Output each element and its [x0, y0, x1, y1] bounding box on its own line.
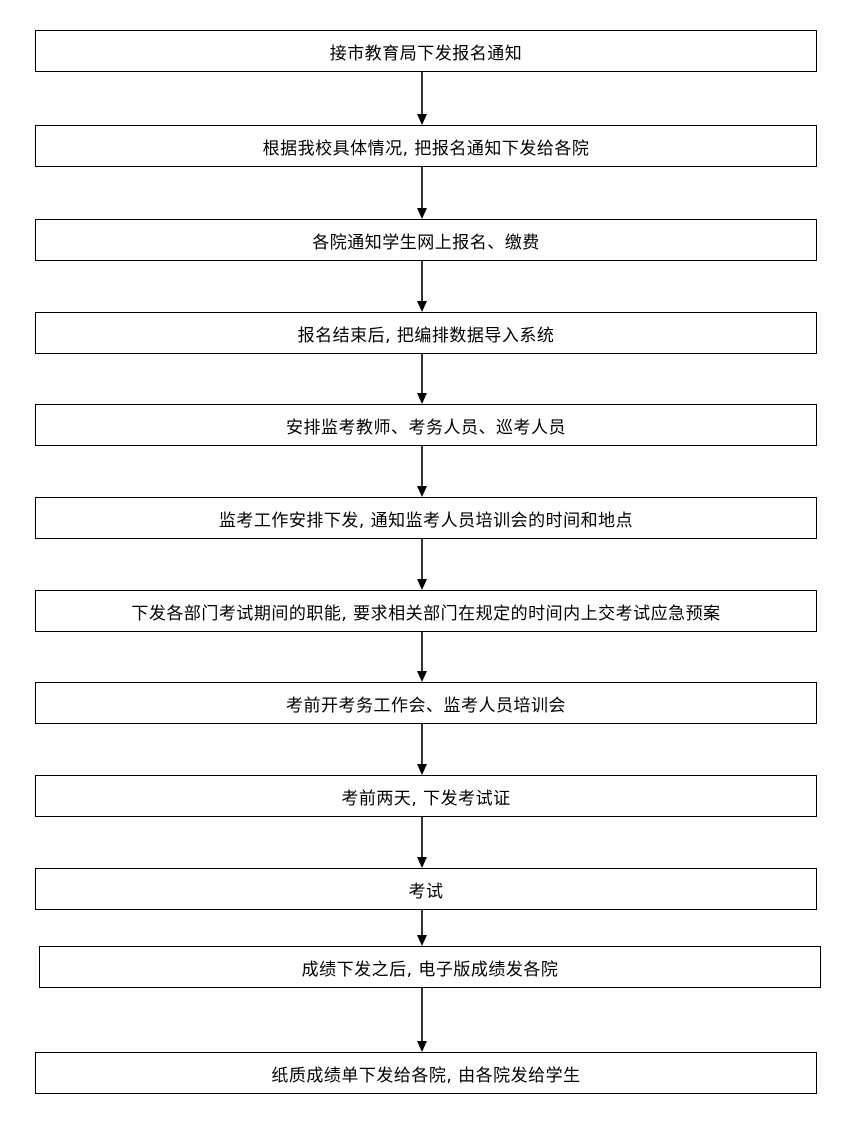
step-label: 考前两天, 下发考试证 [341, 788, 511, 809]
step-box-6: 监考工作安排下发, 通知监考人员培训会的时间和地点 [35, 497, 817, 539]
arrow-head [417, 935, 427, 946]
step-label: 根据我校具体情况, 把报名通知下发给各院 [262, 138, 590, 159]
step-label: 接市教育局下发报名通知 [329, 43, 523, 64]
step-box-4: 报名结束后, 把编排数据导入系统 [35, 312, 817, 354]
step-label: 监考工作安排下发, 通知监考人员培训会的时间和地点 [218, 510, 634, 531]
step-box-10: 考试 [35, 868, 817, 910]
arrow-head [417, 671, 427, 682]
step-label: 考前开考务工作会、监考人员培训会 [286, 695, 566, 716]
arrow-head [417, 301, 427, 312]
step-box-2: 根据我校具体情况, 把报名通知下发给各院 [35, 125, 817, 167]
arrow-head [417, 579, 427, 590]
step-box-3: 各院通知学生网上报名、缴费 [35, 219, 817, 261]
arrow-head [417, 208, 427, 219]
step-label: 纸质成绩单下发给各院, 由各院发给学生 [271, 1065, 581, 1086]
arrow-head [417, 857, 427, 868]
step-box-11: 成绩下发之后, 电子版成绩发各院 [39, 946, 821, 988]
arrow-head [417, 486, 427, 497]
arrow-head [417, 1041, 427, 1052]
step-box-5: 安排监考教师、考务人员、巡考人员 [35, 404, 817, 446]
step-label: 各院通知学生网上报名、缴费 [312, 232, 540, 253]
step-box-9: 考前两天, 下发考试证 [35, 775, 817, 817]
step-box-8: 考前开考务工作会、监考人员培训会 [35, 682, 817, 724]
step-label: 成绩下发之后, 电子版成绩发各院 [301, 959, 559, 980]
arrow-head [417, 393, 427, 404]
step-label: 安排监考教师、考务人员、巡考人员 [286, 417, 566, 438]
step-box-12: 纸质成绩单下发给各院, 由各院发给学生 [35, 1052, 817, 1094]
arrow-head [417, 114, 427, 125]
step-label: 报名结束后, 把编排数据导入系统 [297, 325, 555, 346]
step-box-1: 接市教育局下发报名通知 [35, 30, 817, 72]
step-box-7: 下发各部门考试期间的职能, 要求相关部门在规定的时间内上交考试应急预案 [35, 590, 817, 632]
step-label: 下发各部门考试期间的职能, 要求相关部门在规定的时间内上交考试应急预案 [131, 603, 721, 624]
step-label: 考试 [408, 881, 444, 902]
arrow-head [417, 764, 427, 775]
